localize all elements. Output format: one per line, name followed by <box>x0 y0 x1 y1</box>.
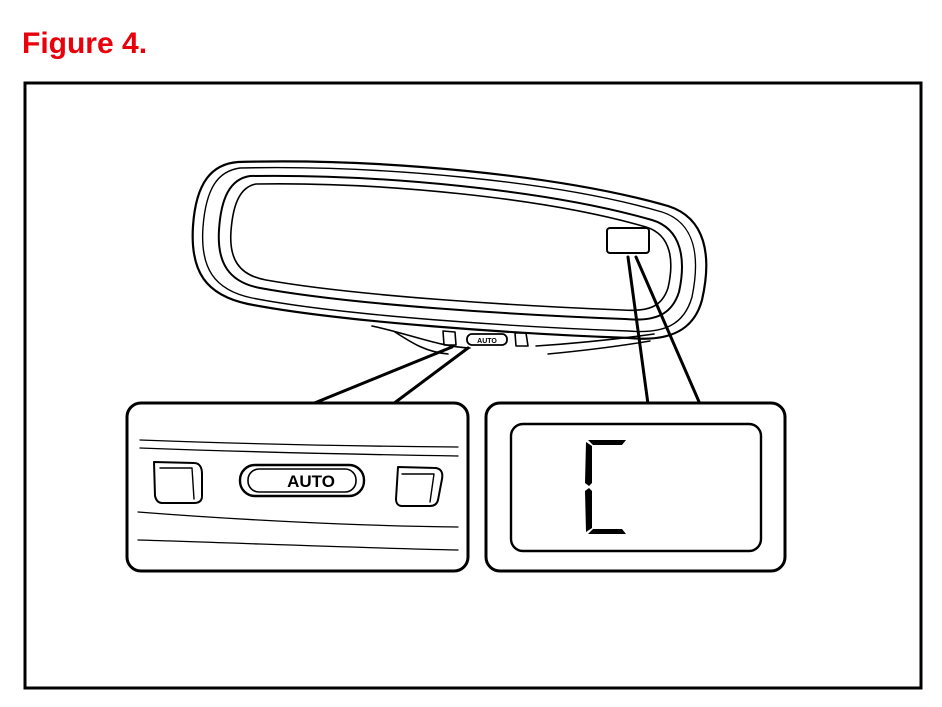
callout-left-button-icon <box>153 461 203 504</box>
mirror-left-button-icon <box>442 330 457 346</box>
mirror-right-button-icon <box>514 332 529 347</box>
display-glyph-c <box>585 440 626 534</box>
callout-compass-display <box>484 401 787 573</box>
figure-title: Figure 4. <box>22 27 148 60</box>
mirror-display-window <box>606 227 650 254</box>
callout-pointers <box>310 255 702 406</box>
mirror-auto-button <box>466 333 508 346</box>
rearview-mirror: AUTO <box>191 160 708 355</box>
frame-border <box>23 81 923 690</box>
display-screen <box>509 422 763 553</box>
callout-auto-label: AUTO <box>287 472 335 491</box>
callout-auto-button <box>238 463 366 498</box>
callout-button-panel: AUTO <box>125 401 470 573</box>
callout-right-button-icon <box>395 466 444 507</box>
mirror-auto-label: AUTO <box>477 338 497 345</box>
